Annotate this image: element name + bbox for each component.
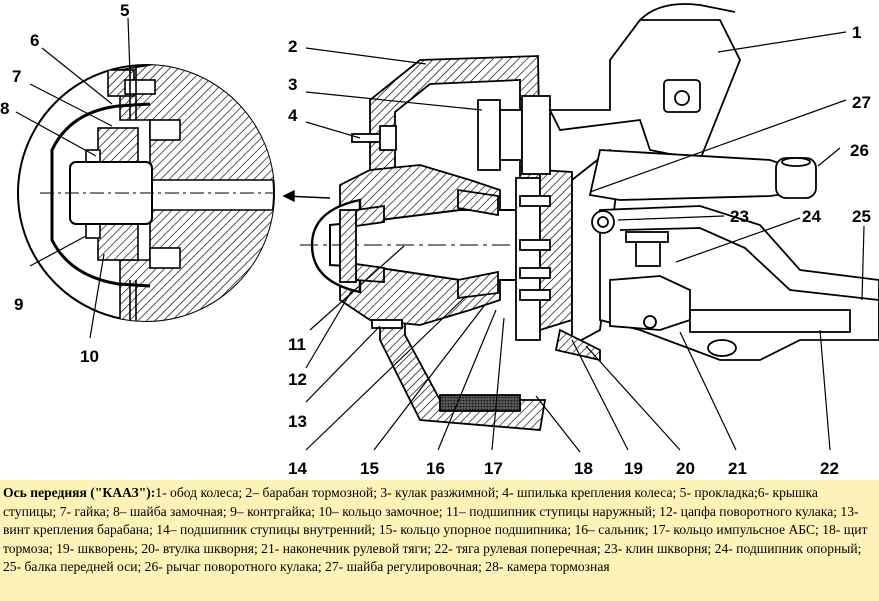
callout-1: 1 <box>852 23 861 42</box>
callout-numbers: 1 2 3 4 5 6 7 8 9 10 11 12 13 14 15 16 1… <box>0 1 871 478</box>
callout-5: 5 <box>120 1 129 20</box>
callout-7: 7 <box>12 67 21 86</box>
callout-17: 17 <box>484 459 503 478</box>
caption-box: Ось передняя ("КААЗ"):1- обод колеса; 2–… <box>0 480 879 601</box>
callout-15: 15 <box>360 459 379 478</box>
callout-4: 4 <box>288 106 298 125</box>
callout-3: 3 <box>288 75 297 94</box>
callout-2: 2 <box>288 37 297 56</box>
callout-14: 14 <box>288 459 307 478</box>
callout-11: 11 <box>288 335 306 354</box>
axle-diagram-svg: 1 2 3 4 5 6 7 8 9 10 11 12 13 14 15 16 1… <box>0 1 879 478</box>
leader-lines <box>15 17 865 453</box>
callout-12: 12 <box>288 370 307 389</box>
callout-6: 6 <box>30 31 39 50</box>
callout-21: 21 <box>728 459 747 478</box>
callout-16: 16 <box>426 459 445 478</box>
callout-13: 13 <box>288 412 307 431</box>
callout-19: 19 <box>624 459 643 478</box>
callout-10: 10 <box>80 347 99 366</box>
callout-20: 20 <box>676 459 695 478</box>
callout-8: 8 <box>0 99 9 118</box>
caption-title: Ось передняя ("КААЗ"): <box>3 485 156 500</box>
main-assembly <box>300 3 879 431</box>
axle-drawing: 1 2 3 4 5 6 7 8 9 10 11 12 13 14 15 16 1… <box>0 0 879 480</box>
callout-23: 23 <box>730 207 749 226</box>
callout-22: 22 <box>820 459 839 478</box>
callout-26: 26 <box>850 141 869 160</box>
callout-27: 27 <box>852 93 871 112</box>
detail-circle <box>17 64 275 322</box>
callout-18: 18 <box>574 459 593 478</box>
callout-25: 25 <box>852 207 871 226</box>
caption-text: 1- обод колеса; 2– барабан тормозной; 3-… <box>3 485 868 574</box>
detail-arrow <box>282 189 331 203</box>
callout-9: 9 <box>14 295 23 314</box>
callout-24: 24 <box>802 207 821 226</box>
